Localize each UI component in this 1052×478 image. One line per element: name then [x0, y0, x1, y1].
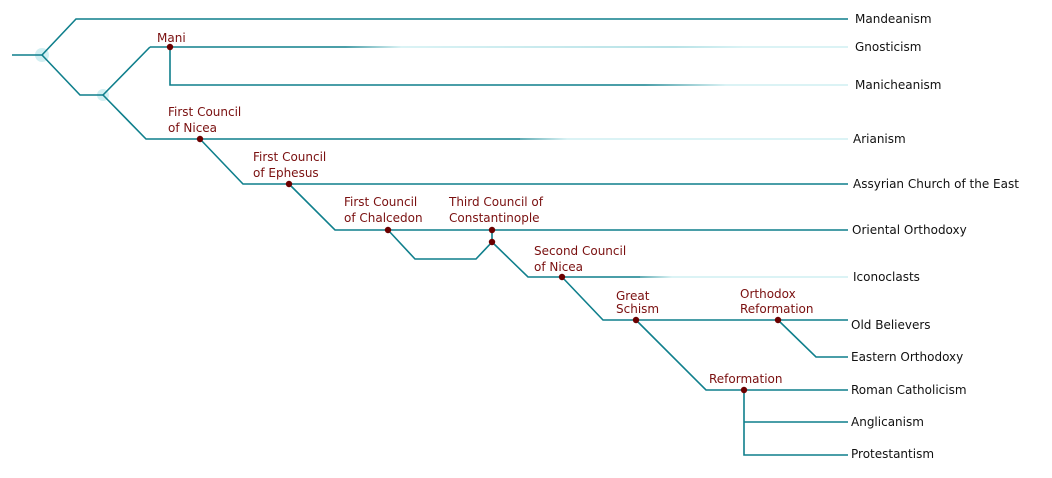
event-dot-schism: [632, 316, 640, 324]
oriental-line: [288, 183, 848, 231]
event-label-mani: Mani: [157, 31, 186, 45]
event-label-orthodox-reformation-line2: Reformation: [740, 302, 814, 316]
manicheanism-line: [169, 47, 640, 86]
branch-line: [41, 54, 103, 96]
event-dot-orthodox-reformation: [774, 316, 782, 324]
event-label-reformation: Reformation: [709, 372, 783, 386]
event-dot-constantinople3-lower: [488, 238, 496, 246]
leaf-label-mandeanism: Mandeanism: [855, 12, 932, 26]
event-dot-chalcedon: [384, 226, 392, 234]
event-label-constantinople3-line1: Third Council of: [448, 195, 544, 209]
event-label-ephesus-line2: of Ephesus: [253, 166, 319, 180]
event-label-chalcedon-line2: of Chalcedon: [344, 211, 423, 225]
branch-line: [102, 46, 151, 96]
iconoclasts-line: [491, 241, 640, 278]
leaf-label-manicheanism: Manicheanism: [855, 78, 941, 92]
event-dot-ephesus: [285, 180, 293, 188]
event-label-constantinople3-line2: Constantinople: [449, 211, 540, 225]
event-label-schism-line2: Schism: [616, 302, 659, 316]
event-dot-mani: [166, 43, 174, 51]
leaf-label-oriental: Oriental Orthodoxy: [852, 223, 967, 237]
leaf-label-protestantism: Protestantism: [851, 447, 934, 461]
leaf-label-arianism: Arianism: [853, 132, 906, 146]
chalcedon-branch: [387, 229, 493, 260]
leaf-label-old-believers: Old Believers: [851, 318, 931, 332]
event-label-nicea1-line2: of Nicea: [168, 121, 217, 135]
leaf-label-anglicanism: Anglicanism: [851, 415, 924, 429]
leaf-label-gnosticism: Gnosticism: [855, 40, 921, 54]
leaf-label-eastern-orthodoxy: Eastern Orthodoxy: [851, 350, 963, 364]
event-dot-constantinople3: [488, 226, 496, 234]
leaf-label-roman-catholicism: Roman Catholicism: [851, 383, 967, 397]
assyrian-line: [199, 138, 848, 185]
old-believers-line: [561, 276, 848, 321]
leaf-label-iconoclasts: Iconoclasts: [853, 270, 920, 284]
arianism-line: [102, 94, 520, 140]
event-label-nicea1-line1: First Council: [168, 105, 241, 119]
protestantism-line: [743, 390, 848, 456]
eastern-orthodoxy-line: [777, 319, 848, 358]
mandeanism-line: [12, 18, 848, 56]
event-dot-reformation: [740, 386, 748, 394]
event-label-chalcedon-line1: First Council: [344, 195, 417, 209]
event-dot-nicea2: [558, 273, 566, 281]
event-label-schism-line1: Great: [616, 289, 650, 303]
event-label-nicea2-line2: of Nicea: [534, 260, 583, 274]
event-dot-nicea1: [196, 135, 204, 143]
roman-catholicism-line: [635, 319, 848, 391]
event-label-ephesus-line1: First Council: [253, 150, 326, 164]
event-label-orthodox-reformation-line1: Orthodox: [740, 287, 796, 301]
leaf-label-assyrian: Assyrian Church of the East: [853, 177, 1019, 191]
event-label-nicea2-line1: Second Council: [534, 244, 626, 258]
